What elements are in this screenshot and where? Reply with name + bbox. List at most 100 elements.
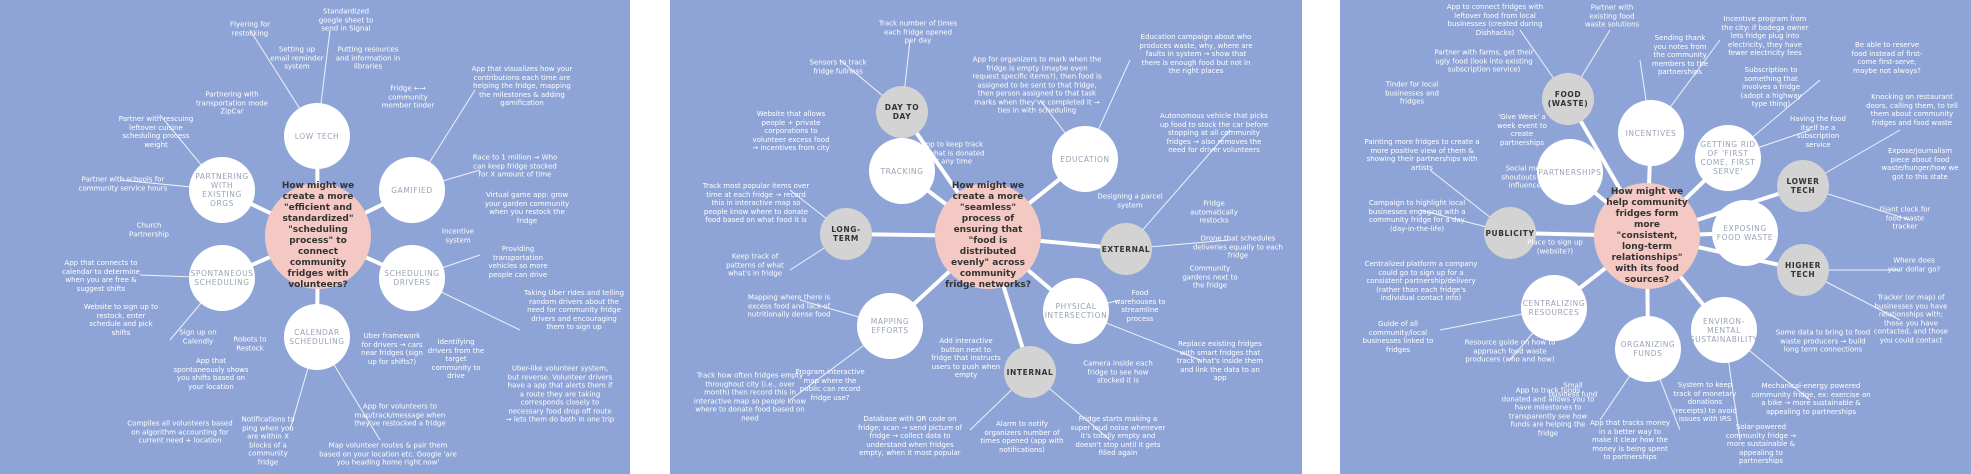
idea-note: Tracker (or map) of businesses you have … — [1873, 293, 1949, 345]
idea-note: Sending thank you notes from the communi… — [1651, 33, 1709, 76]
idea-note: Where does your dollar go? — [1887, 256, 1941, 274]
idea-note: Partnering with transportation mode ZipC… — [195, 90, 269, 116]
idea-note: Keep track of patterns of what what's in… — [726, 252, 784, 278]
idea-note: App to keep track of what is donated at … — [919, 140, 985, 166]
idea-note: Providing transportation vehicles so mor… — [488, 245, 548, 279]
idea-note: Giant clock for food waste tracker — [1879, 205, 1931, 231]
idea-note: Some data to bring to food waste produce… — [1775, 328, 1871, 354]
idea-note: Autonomous vehicle that picks up food to… — [1159, 111, 1269, 154]
idea-note: Incentive system — [441, 227, 475, 245]
node-gamified: GAMIFIED — [379, 157, 445, 223]
idea-note: Mapping where there is excess food and l… — [747, 293, 831, 319]
idea-note: Social media shoutouts from influencers — [1501, 164, 1555, 190]
idea-note: Track most popular items over time at ea… — [702, 181, 810, 224]
idea-note: App to connect fridges with leftover foo… — [1446, 3, 1544, 37]
idea-note: Uber framework for drivers → cars near f… — [361, 332, 423, 366]
idea-note: Add interactive button next to fridge th… — [931, 336, 1001, 379]
node-low-tech: LOW TECH — [284, 103, 350, 169]
idea-note: Camera inside each fridge to see how sto… — [1083, 359, 1153, 385]
mindmap-panel-2: How might we create a more "seamless" pr… — [670, 0, 1302, 474]
idea-note: Community gardens next to the fridge — [1182, 264, 1238, 290]
idea-note: Identifying drivers from the target comm… — [427, 337, 485, 380]
node-long-term: LONG-TERM — [820, 208, 872, 260]
idea-note: Small business fund — [1548, 381, 1598, 399]
idea-note: Be able to reserve food instead of first… — [1851, 41, 1923, 75]
idea-note: Replace existing fridges with smart frid… — [1176, 339, 1264, 382]
idea-note: Painting more fridges to create a more p… — [1364, 138, 1480, 172]
idea-note: Fridge ←→ community member tinder — [381, 84, 435, 110]
central-question: How might we create a more "efficient an… — [265, 181, 371, 290]
idea-note: Standardized google sheet to send in Sig… — [318, 7, 374, 33]
idea-note: Setting up email reminder system — [270, 45, 324, 71]
node-higher-tech: HIGHER TECH — [1777, 244, 1829, 296]
idea-note: Taking Uber rides and telling random dri… — [523, 288, 625, 331]
node-first-come-first-serve: GETTING RID OF 'FIRST COME, FIRST SERVE' — [1695, 125, 1761, 191]
idea-note: Centralized platform a company could go … — [1364, 259, 1478, 302]
mindmap-panel-3: How might we help community fridges form… — [1340, 0, 1971, 474]
idea-note: Sensors to track fridge fullness — [809, 58, 867, 76]
idea-note: Incentive program from the city: if bode… — [1721, 14, 1809, 57]
idea-note: Place to sign up (website?) — [1527, 238, 1583, 256]
idea-note: Mechanical-energy powered community frid… — [1751, 382, 1871, 416]
idea-note: App that spontaneously shows you shifts … — [173, 357, 249, 391]
idea-note: Virtual game app: grow your garden commu… — [484, 191, 570, 225]
idea-note: App to track funds donated and allows yo… — [1501, 386, 1595, 438]
node-environmental-sustainability: ENVIRON-MENTAL SUSTAINABILITY — [1690, 297, 1758, 363]
node-physical-intersection: PHYSICAL INTERSECTION — [1043, 278, 1109, 344]
idea-note: Fridge automatically restocks — [1190, 199, 1238, 225]
node-tracking: TRACKING — [869, 138, 935, 204]
idea-note: Tinder for local businesses and fridges — [1385, 80, 1439, 106]
node-internal: INTERNAL — [1004, 346, 1056, 398]
node-spontaneous-scheduling: SPONTANEOUS SCHEDULING — [189, 245, 255, 311]
idea-note: Flyering for restocking — [230, 20, 270, 38]
node-calendar-scheduling: CALENDAR SCHEDULING — [284, 304, 350, 370]
idea-note: Notifications to ping when you are withi… — [241, 415, 295, 467]
idea-note: Fridge starts making a super loud noise … — [1070, 414, 1166, 457]
node-organizing-funds: ORGANIZING FUNDS — [1615, 316, 1681, 382]
idea-note: Partner with rescuing leftover cuisine s… — [118, 115, 194, 149]
central-question: How might we create a more "seamless" pr… — [935, 181, 1041, 290]
node-partnering-orgs: PARTNERING WITH EXISTING ORGS — [189, 157, 255, 223]
idea-note: Alarm to notify organizers number of tim… — [980, 420, 1064, 454]
idea-note: Food warehouses to streamline process — [1114, 289, 1166, 323]
idea-note: App that tracks money in a better way to… — [1590, 418, 1671, 461]
idea-note: Having the food itself be a subscription… — [1790, 115, 1846, 149]
node-external: EXTERNAL — [1100, 223, 1152, 275]
idea-note: Database with QR code on fridge; scan → … — [857, 414, 963, 457]
idea-note: Track number of times each fridge opened… — [878, 19, 958, 45]
node-publicity: PUBLICITY — [1484, 207, 1536, 259]
idea-note: Solar-powered community fridge → more su… — [1725, 422, 1797, 465]
idea-note: Knocking on restaurant doors, calling th… — [1865, 93, 1958, 127]
node-education: EDUCATION — [1052, 126, 1118, 192]
node-scheduling-drivers: SCHEDULING DRIVERS — [379, 245, 445, 311]
mindmap-panel-1: How might we create a more "efficient an… — [0, 0, 630, 474]
idea-note: Partner with existing food waste solutio… — [1584, 3, 1640, 29]
node-food-waste: FOOD (WASTE) — [1542, 73, 1594, 125]
node-day-to-day: DAY TO DAY — [876, 86, 928, 138]
idea-note: Guide of all community/local businesses … — [1362, 320, 1434, 354]
idea-note: Website to sign up to restock, enter sch… — [83, 303, 159, 337]
idea-note: Campaign to highlight local businesses e… — [1368, 199, 1466, 233]
idea-note: Website that allows people + private cor… — [752, 109, 830, 152]
idea-note: App that connects to calendar to determi… — [62, 259, 140, 293]
idea-note: Resource guide on how to approach food w… — [1464, 338, 1556, 364]
node-centralizing-resources: CENTRALIZING RESOURCES — [1521, 275, 1587, 341]
idea-note: 'Give Week' a week event to create partn… — [1497, 113, 1547, 147]
idea-note: Race to 1 million → Who can keep fridge … — [472, 153, 558, 179]
idea-note: Drone that schedules deliveries equally … — [1193, 234, 1283, 260]
idea-note: Subscription to something that involves … — [1740, 65, 1802, 108]
idea-note: Map volunteer routes & pair them based o… — [319, 441, 457, 467]
idea-note: Putting resources and information in lib… — [335, 45, 401, 71]
idea-note: App for volunteers to map/track/message … — [354, 402, 446, 428]
node-exposing-food-waste: EXPOSING FOOD WASTE — [1712, 200, 1778, 266]
node-lower-tech: LOWER TECH — [1777, 160, 1829, 212]
idea-note: Designing a parcel system — [1097, 192, 1163, 210]
idea-note: Partner with farms, get their ugly food … — [1434, 48, 1534, 74]
idea-note: Robots to Restock — [233, 335, 267, 353]
node-mapping-efforts: MAPPING EFFORTS — [857, 293, 923, 359]
idea-note: App for organizers to mark when the frid… — [972, 55, 1102, 115]
node-incentives: INCENTIVES — [1618, 100, 1684, 166]
idea-note: Compiles all volunteers based on algorit… — [127, 419, 233, 445]
idea-note: Education campaign about who produces wa… — [1139, 32, 1253, 75]
idea-note: System to keep track of monetary donatio… — [1672, 380, 1737, 423]
